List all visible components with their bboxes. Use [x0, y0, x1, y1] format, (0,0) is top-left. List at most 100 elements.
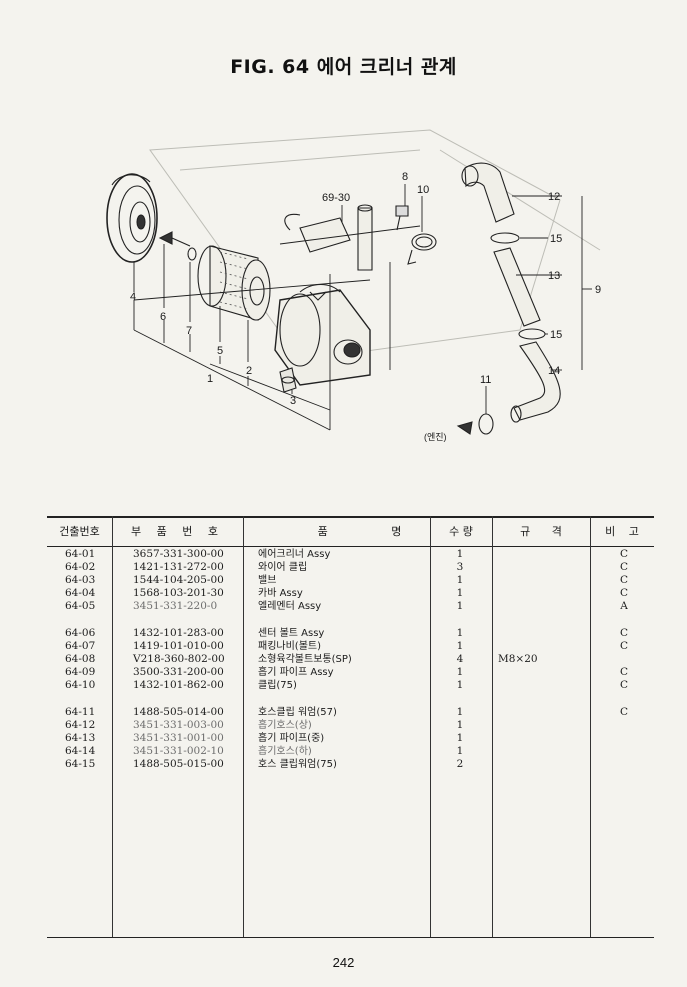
column-divider — [112, 516, 113, 937]
ref-number-cell: 64-15 — [65, 758, 96, 770]
bracket-part — [284, 213, 351, 253]
part-number-cell: 3451-331-220-0 — [133, 600, 218, 612]
remarks-cell: C — [619, 627, 629, 639]
callout-12: 12 — [548, 191, 560, 203]
callout-5: 5 — [217, 345, 223, 357]
wing-bolt-part — [158, 231, 191, 247]
hex-bolt-part — [395, 205, 409, 231]
part-number-cell: 1432-101-283-00 — [133, 627, 224, 639]
part-number-cell: 3451-331-003-00 — [133, 719, 224, 731]
part-number-cell: 3451-331-002-10 — [133, 745, 224, 757]
header-part-name: 품 명 — [317, 525, 402, 538]
part-name-cell: 와이어 클립 — [258, 562, 308, 573]
header-part-number: 부 품 번 호 — [131, 525, 224, 538]
ref-number-cell: 64-10 — [65, 679, 96, 691]
remarks-cell: C — [619, 587, 629, 599]
part-name-cell: 흡기호스(하) — [258, 746, 312, 757]
callout-15-upper: 15 — [550, 233, 562, 245]
quantity-cell: 1 — [456, 548, 464, 560]
part-name-cell: 엘레멘터 Assy — [258, 601, 322, 612]
part-name-cell: 흡기 파이프(중) — [258, 733, 325, 744]
column-divider — [430, 516, 431, 937]
ref-number-cell: 64-05 — [65, 600, 96, 612]
callout-10: 10 — [417, 184, 429, 196]
quantity-cell: 4 — [456, 653, 464, 665]
quantity-cell: 1 — [456, 706, 464, 718]
table-bottom-rule — [47, 937, 654, 938]
ref-number-cell: 64-08 — [65, 653, 96, 665]
part-name-cell: 소형육각볼트보통(SP) — [258, 654, 352, 665]
remarks-cell: C — [619, 548, 629, 560]
filter-element-part — [197, 245, 271, 321]
quantity-cell: 1 — [456, 679, 464, 691]
part-name-cell: 호스 클립워엄(75) — [258, 759, 337, 770]
ref-number-cell: 64-07 — [65, 640, 96, 652]
remarks-cell: C — [619, 666, 629, 678]
ref-number-cell: 64-14 — [65, 745, 96, 757]
part-name-cell: 호스클립 워엄(57) — [258, 707, 337, 718]
part-name-cell: 밸브 — [258, 575, 277, 586]
ref-number-cell: 64-13 — [65, 732, 96, 744]
callout-3: 3 — [290, 395, 296, 407]
part-number-cell: 1488-505-014-00 — [133, 706, 224, 718]
quantity-cell: 1 — [456, 587, 464, 599]
callout-15-lower: 15 — [550, 329, 562, 341]
column-divider — [243, 516, 244, 937]
remarks-cell: C — [619, 706, 629, 718]
callout-9: 9 — [595, 284, 601, 296]
part-name-cell: 흡기호스(상) — [258, 720, 312, 731]
ref-number-cell: 64-09 — [65, 666, 96, 678]
column-divider — [492, 516, 493, 937]
ref-number-cell: 64-03 — [65, 574, 96, 586]
quantity-cell: 1 — [456, 574, 464, 586]
lower-hose-part — [510, 341, 561, 423]
vertical-pipe-part — [357, 204, 373, 271]
middle-pipe-part — [493, 247, 541, 327]
part-number-cell: 1488-505-015-00 — [133, 758, 224, 770]
part-number-cell: V218-360-802-00 — [133, 653, 225, 665]
remarks-cell: C — [619, 679, 629, 691]
header-remarks: 비 고 — [605, 525, 639, 538]
callout-8: 8 — [402, 171, 408, 183]
header-quantity: 수 량 — [449, 525, 473, 538]
callout-1: 1 — [207, 373, 213, 385]
part-number-cell: 1419-101-010-00 — [133, 640, 224, 652]
washer-part — [187, 247, 197, 261]
quantity-cell: 1 — [456, 719, 464, 731]
upper-hose-part — [461, 162, 515, 223]
hose-clamp-lower-part — [518, 328, 546, 340]
callout-7: 7 — [186, 325, 192, 337]
clip-75-part — [407, 233, 437, 265]
part-number-cell: 1568-103-201-30 — [133, 587, 224, 599]
part-number-cell: 3451-331-001-00 — [133, 732, 224, 744]
remarks-cell: C — [619, 574, 629, 586]
ref-number-cell: 64-06 — [65, 627, 96, 639]
valve-part — [279, 367, 297, 393]
part-name-cell: 센터 볼트 Assy — [258, 628, 325, 639]
part-name-cell: 흡기 파이프 Assy — [258, 667, 334, 678]
ref-number-cell: 64-11 — [65, 706, 96, 718]
part-number-cell: 1421-131-272-00 — [133, 561, 224, 573]
page-number: 242 — [332, 955, 355, 970]
callout-4: 4 — [130, 291, 136, 303]
ref-number-cell: 64-04 — [65, 587, 96, 599]
engine-label: (엔진) — [424, 432, 447, 442]
part-number-cell: 3657-331-300-00 — [133, 548, 224, 560]
quantity-cell: 1 — [456, 600, 464, 612]
remarks-cell: A — [620, 600, 628, 612]
part-name-cell: 에어크리너 Assy — [258, 549, 331, 560]
exploded-parts-diagram: 1 2 3 4 5 6 7 8 9 10 11 12 13 14 15 15 6… — [106, 129, 601, 442]
end-cap-part — [106, 173, 158, 263]
part-number-cell: 3500-331-200-00 — [133, 666, 224, 678]
ref-number-cell: 64-01 — [65, 548, 96, 560]
quantity-cell: 1 — [456, 666, 464, 678]
part-name-cell: 카바 Assy — [258, 588, 303, 599]
quantity-cell: 3 — [456, 561, 464, 573]
hose-clamp-upper-part — [490, 232, 520, 244]
remarks-cell: C — [619, 640, 629, 652]
quantity-cell: 1 — [456, 627, 464, 639]
part-number-cell: 1432-101-862-00 — [133, 679, 224, 691]
spec-cell: M8×20 — [498, 653, 538, 665]
callout-14: 14 — [548, 365, 560, 377]
